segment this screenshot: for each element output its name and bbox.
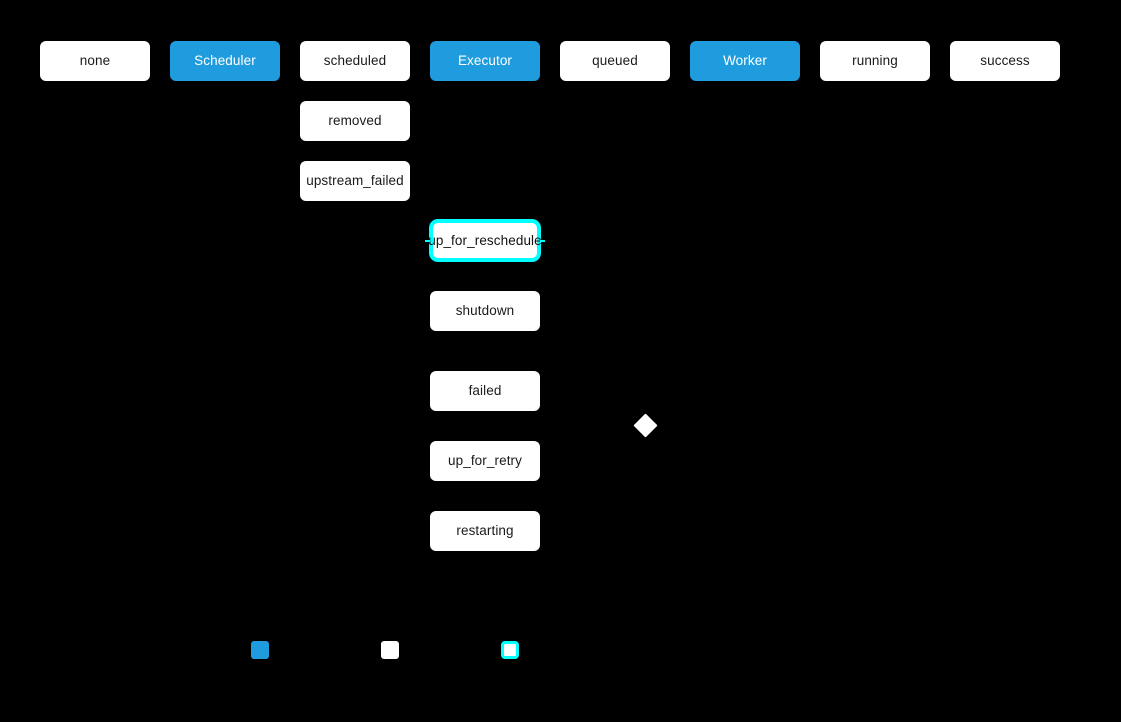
- node-label: removed: [328, 113, 382, 129]
- connection-port-right-icon: [540, 239, 545, 242]
- node-label: shutdown: [455, 303, 515, 319]
- node-restarting[interactable]: restarting: [430, 511, 540, 551]
- node-none[interactable]: none: [40, 41, 150, 81]
- node-label: scheduled: [323, 53, 387, 69]
- legend-actor-swatch: [251, 641, 269, 659]
- node-failed[interactable]: failed: [430, 371, 540, 411]
- node-scheduled[interactable]: scheduled: [300, 41, 410, 81]
- node-removed[interactable]: removed: [300, 101, 410, 141]
- node-label: queued: [592, 53, 638, 69]
- diamond-marker-icon: [632, 412, 658, 438]
- node-up_for_reschedule[interactable]: up_for_reschedule: [425, 220, 545, 261]
- legend-state-swatch: [381, 641, 399, 659]
- node-label: failed: [468, 383, 502, 399]
- node-label: up_for_retry: [448, 453, 522, 469]
- node-worker[interactable]: Worker: [690, 41, 800, 81]
- node-label: running: [852, 53, 898, 69]
- connection-port-left-icon: [425, 239, 430, 242]
- node-label: restarting: [456, 523, 514, 539]
- node-label: Executor: [457, 53, 513, 69]
- legend-selected-swatch: [501, 641, 519, 659]
- node-label: upstream_failed: [306, 173, 404, 189]
- node-label: up_for_reschedule: [428, 232, 542, 248]
- node-running[interactable]: running: [820, 41, 930, 81]
- node-upstream_failed[interactable]: upstream_failed: [300, 161, 410, 201]
- node-up_for_retry[interactable]: up_for_retry: [430, 441, 540, 481]
- node-label: none: [79, 53, 111, 69]
- node-label: success: [980, 53, 1030, 69]
- node-queued[interactable]: queued: [560, 41, 670, 81]
- node-scheduler[interactable]: Scheduler: [170, 41, 280, 81]
- node-executor[interactable]: Executor: [430, 41, 540, 81]
- node-shutdown[interactable]: shutdown: [430, 291, 540, 331]
- node-label: Worker: [723, 53, 767, 69]
- node-success[interactable]: success: [950, 41, 1060, 81]
- node-label: Scheduler: [194, 53, 256, 69]
